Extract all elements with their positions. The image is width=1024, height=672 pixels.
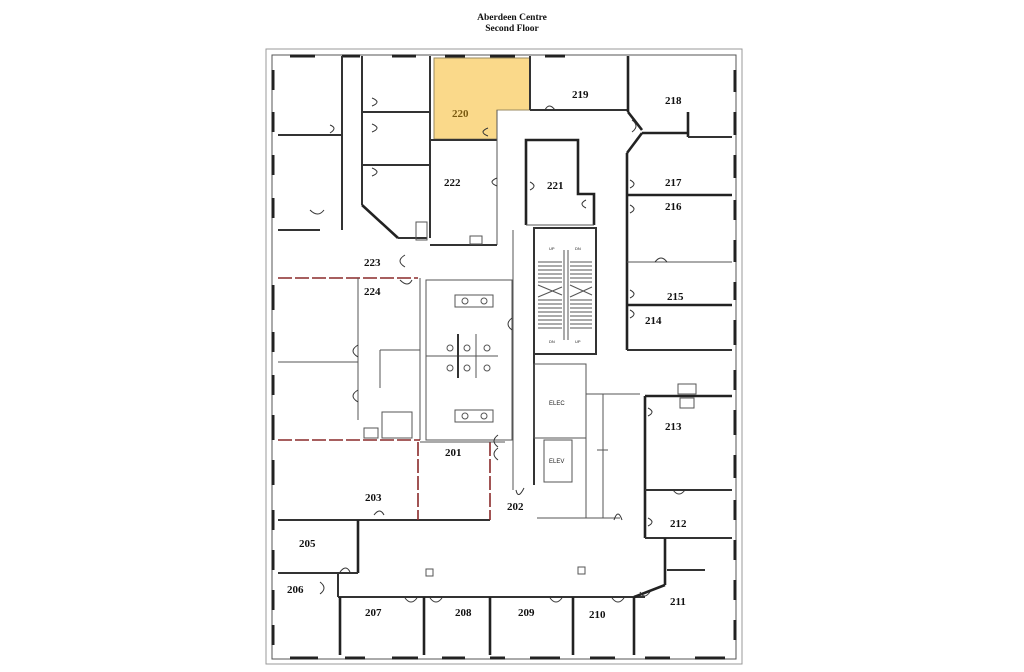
room-209-label[interactable]: 209 [518,607,535,619]
stair-dn-label-bottom: DN [549,339,555,344]
room-215-label[interactable]: 215 [667,291,684,303]
floor-title: Second Floor [485,24,539,34]
south-offices [278,520,705,655]
elev-label: ELEV [549,459,564,465]
room-222-label[interactable]: 222 [444,177,461,189]
room-223-label[interactable]: 223 [364,257,381,269]
room-218-label[interactable]: 218 [665,95,682,107]
west-offices [278,277,421,441]
room-211-label[interactable]: 211 [670,596,686,608]
room-labels: 220 219 218 222 221 217 216 215 214 223 … [287,89,687,621]
room-214-label[interactable]: 214 [645,315,662,327]
core-walls [512,230,640,519]
building-outline [265,48,743,665]
room-219-label[interactable]: 219 [572,89,589,101]
room-221-walls [524,138,596,226]
room-207-label[interactable]: 207 [365,607,382,619]
stairwell: UP DN DN UP [533,227,597,355]
room-221-label[interactable]: 221 [547,180,564,192]
room-206-label[interactable]: 206 [287,584,304,596]
building-title: Aberdeen Centre [477,13,547,23]
room-208-label[interactable]: 208 [455,607,472,619]
stair-up-label-bottom: UP [575,339,581,344]
room-220-highlight[interactable] [433,57,531,140]
room-201-label[interactable]: 201 [445,447,462,459]
room-213-label[interactable]: 213 [665,421,682,433]
room-210-label[interactable]: 210 [589,609,606,621]
east-offices [643,383,732,539]
ne-offices [529,56,732,351]
room-224-label[interactable]: 224 [364,286,381,298]
door-swings [309,97,686,603]
room-202-label[interactable]: 202 [507,501,524,513]
nw-offices [278,56,431,239]
room-205-label[interactable]: 205 [299,538,316,550]
restrooms [425,279,513,441]
room-203-label[interactable]: 203 [365,492,382,504]
room-212-label[interactable]: 212 [670,518,687,530]
sw-offices [278,441,505,521]
room-217-label[interactable]: 217 [665,177,682,189]
elec-label: ELEC [549,401,565,407]
room-216-label[interactable]: 216 [665,201,682,213]
stair-up-label: UP [549,246,555,251]
stair-dn-label: DN [575,246,581,251]
room-222-walls [415,110,498,246]
room-220-label[interactable]: 220 [452,108,469,120]
